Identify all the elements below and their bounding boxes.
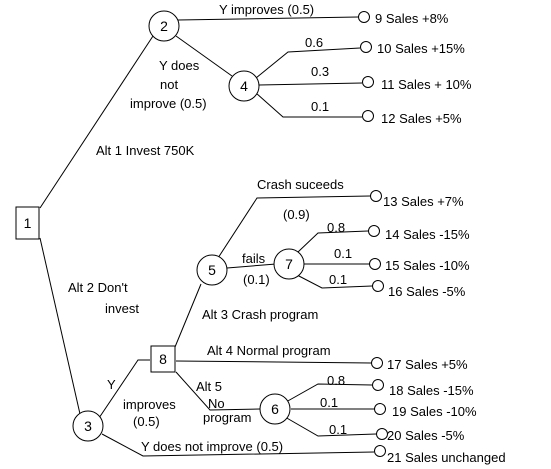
edge-2-9 [177, 16, 359, 21]
outcome-13: 13 Sales +7% [383, 194, 464, 209]
terminal-11 [362, 76, 374, 88]
terminal-21 [374, 445, 386, 457]
outcome-16: 16 Sales -5% [388, 284, 466, 299]
outcome-12: 12 Sales +5% [381, 111, 462, 126]
decision-node-1 [15, 206, 40, 240]
edge-8-17 [175, 360, 372, 364]
label-y-not-3: improve (0.5) [130, 96, 207, 111]
outcome-18: 18 Sales -15% [389, 383, 474, 398]
label-p-7-15: 0.1 [334, 246, 352, 261]
edge-3-8 [98, 359, 150, 419]
edge-4-10 [255, 47, 361, 79]
terminal-20 [376, 428, 388, 440]
terminal-14 [368, 225, 380, 237]
edge-8-5 [174, 283, 202, 348]
label-fails: fails [242, 251, 266, 266]
terminal-16 [372, 280, 384, 292]
edge-6-20 [284, 416, 377, 437]
node-5-label: 5 [208, 262, 216, 278]
label-alt4: Alt 4 Normal program [207, 343, 331, 358]
terminal-10 [360, 41, 372, 53]
edge-4-12 [255, 92, 362, 118]
label-alt5-2: No [208, 396, 225, 411]
outcome-21: 21 Sales unchanged [387, 450, 506, 465]
chance-node-6 [259, 393, 291, 425]
node-3-label: 3 [84, 418, 92, 434]
label-y-improves-bottom-2: improves [123, 397, 176, 412]
outcome-17: 17 Sales +5% [387, 357, 468, 372]
label-alt2-2: invest [105, 301, 139, 316]
label-y-not-bottom: Y does not improve (0.5) [141, 439, 283, 454]
label-y-not-2: not [160, 77, 178, 92]
terminal-13 [370, 190, 382, 202]
label-p-6-18: 0.8 [327, 373, 345, 388]
label-y-improves-bottom-1: Y [107, 377, 116, 392]
label-p-4-12: 0.1 [311, 99, 329, 114]
label-alt3: Alt 3 Crash program [202, 307, 318, 322]
edge-3-21 [101, 433, 375, 457]
label-p-fails: (0.1) [243, 272, 270, 287]
edge-4-11 [258, 82, 363, 86]
edge-2-4 [175, 35, 233, 77]
label-p-4-11: 0.3 [311, 64, 329, 79]
edge-5-13 [217, 195, 371, 259]
chance-node-3 [72, 410, 104, 442]
label-alt2-1: Alt 2 Don't [68, 280, 128, 295]
outcome-14: 14 Sales -15% [385, 227, 470, 242]
chance-node-7 [273, 248, 305, 280]
terminal-19 [374, 403, 386, 415]
edge-8-6 [175, 371, 261, 411]
chance-node-5 [196, 254, 228, 286]
outcome-11: 11 Sales + 10% [381, 77, 472, 92]
edge-6-18 [285, 383, 373, 403]
edge-7-14 [297, 230, 369, 253]
label-p-4-10: 0.6 [305, 35, 323, 50]
label-crash-succeeds: Crash suceeds [257, 177, 344, 192]
label-p-crash: (0.9) [283, 207, 310, 222]
outcome-15: 15 Sales -10% [385, 258, 470, 273]
label-alt5-3: program [203, 410, 251, 425]
outcome-19: 19 Sales -10% [392, 404, 477, 419]
node-1-label: 1 [24, 215, 32, 231]
terminal-12 [362, 110, 374, 122]
terminal-15 [369, 258, 381, 270]
label-y-not-1: Y does [159, 58, 200, 73]
terminal-markers [358, 11, 388, 457]
node-8-label: 8 [159, 351, 167, 367]
edge-1-2 [39, 35, 154, 209]
node-7-label: 7 [285, 256, 293, 272]
node-2-label: 2 [160, 18, 168, 34]
outcome-20: 20 Sales -5% [387, 428, 465, 443]
label-alt1: Alt 1 Invest 750K [96, 143, 195, 158]
decision-node-8 [150, 345, 176, 373]
label-y-improves-bottom-3: (0.5) [133, 414, 160, 429]
node-6-label: 6 [271, 401, 279, 417]
tree-edges [39, 16, 377, 457]
label-p-6-19: 0.1 [320, 395, 338, 410]
terminal-9 [358, 11, 370, 23]
edge-1-3 [39, 237, 81, 415]
edge-5-7 [226, 263, 277, 269]
outcome-9: 9 Sales +8% [375, 11, 449, 26]
label-p-6-20: 0.1 [329, 422, 347, 437]
terminal-17 [371, 357, 383, 369]
chance-node-4 [228, 70, 260, 102]
label-y-improves-top: Y improves (0.5) [219, 2, 314, 17]
chance-node-2 [148, 10, 180, 42]
label-p-7-16: 0.1 [329, 272, 347, 287]
label-alt5-1: Alt 5 [196, 379, 222, 394]
terminal-18 [372, 379, 384, 391]
edge-7-16 [296, 274, 373, 289]
label-p-7-14: 0.8 [327, 220, 345, 235]
node-4-label: 4 [240, 78, 248, 94]
outcome-10: 10 Sales +15% [377, 41, 465, 56]
